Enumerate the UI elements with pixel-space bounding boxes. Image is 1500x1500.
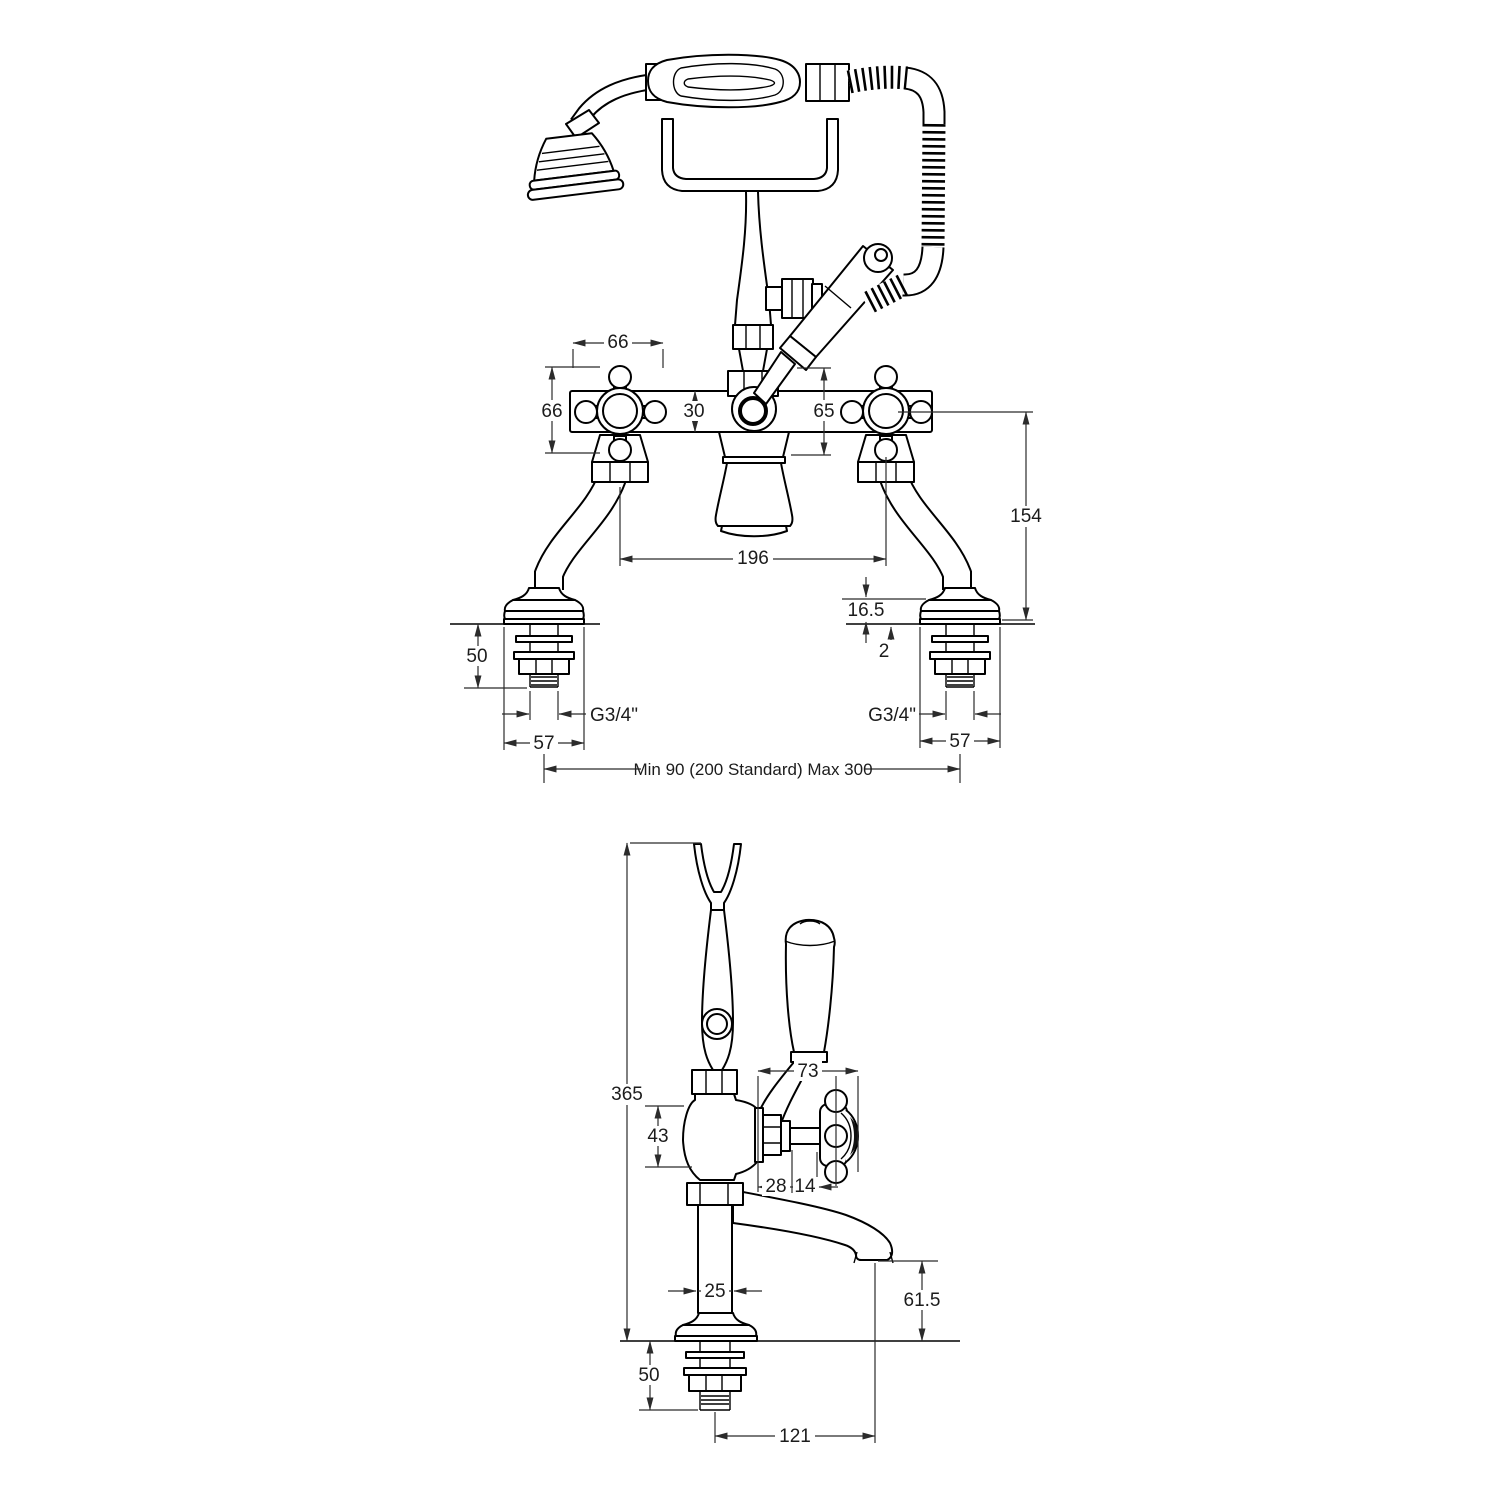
dim-valve-body-width: 66 bbox=[607, 332, 628, 353]
valve-body-side bbox=[682, 1069, 859, 1206]
dim-handle-reach: 73 bbox=[797, 1061, 818, 1082]
side-dimensions: 365 73 43 28 14 bbox=[608, 842, 944, 1447]
dim-overall-height: 365 bbox=[611, 1084, 643, 1105]
dim-base-width-right: 57 bbox=[949, 731, 970, 752]
dim-shank-length: 50 bbox=[466, 646, 487, 667]
shank-left bbox=[513, 624, 575, 688]
handle-ball-top bbox=[874, 365, 898, 389]
support-fork bbox=[693, 843, 742, 1071]
dim-thread-size-left: G3/4" bbox=[590, 705, 638, 726]
base-right bbox=[919, 587, 1001, 625]
head-collar bbox=[565, 109, 600, 139]
dim-body-height-side: 43 bbox=[647, 1126, 668, 1147]
front-view: 66 66 30 65 196 bbox=[450, 53, 1046, 783]
dim-shank-length-side: 50 bbox=[638, 1365, 659, 1386]
handset bbox=[526, 53, 850, 201]
handle-stem bbox=[789, 1127, 821, 1145]
base-side bbox=[674, 1312, 758, 1342]
dim-height-above-deck: 154 bbox=[1010, 506, 1042, 527]
dim-offset-28: 28 bbox=[765, 1176, 786, 1197]
handle-ball-top bbox=[608, 365, 632, 389]
diverter-cone bbox=[753, 243, 894, 405]
handle-ball-bottom bbox=[608, 438, 632, 462]
dim-body-depth: 30 bbox=[683, 401, 704, 422]
dim-column-width: 25 bbox=[704, 1281, 725, 1302]
shank-side bbox=[683, 1341, 747, 1411]
dim-handle-height: 66 bbox=[541, 401, 562, 422]
handle-ball-left bbox=[574, 400, 598, 424]
lever-handle bbox=[758, 918, 836, 1127]
dim-valve-centres: 196 bbox=[737, 548, 769, 569]
handle-ball-right bbox=[643, 400, 667, 424]
bottom-nut bbox=[686, 1182, 744, 1206]
dim-centre-distance-range: Min 90 (200 Standard) Max 300 bbox=[633, 760, 872, 779]
leg-left bbox=[534, 472, 627, 590]
dim-base-width-left: 57 bbox=[533, 733, 554, 754]
handset-cradle bbox=[661, 118, 839, 192]
dim-base-height: 16.5 bbox=[848, 600, 885, 621]
hose-nut bbox=[805, 63, 850, 102]
shower-hose bbox=[846, 65, 946, 315]
side-view: 365 73 43 28 14 bbox=[608, 842, 960, 1447]
dim-thread-size-right: G3/4" bbox=[868, 705, 916, 726]
front-dimensions: 66 66 30 65 196 bbox=[463, 332, 1046, 783]
stem-nut-upper bbox=[732, 324, 774, 350]
base-left bbox=[503, 587, 585, 625]
handset-grip bbox=[647, 53, 801, 109]
leg-right bbox=[879, 472, 972, 590]
shower-head bbox=[526, 132, 625, 201]
top-nut bbox=[691, 1069, 738, 1095]
dim-body-height: 65 bbox=[813, 401, 834, 422]
spout bbox=[732, 1191, 894, 1261]
dim-base-plate-thickness: 2 bbox=[879, 641, 890, 662]
diverter-outlet bbox=[714, 431, 794, 538]
hose-socket-hole bbox=[738, 396, 768, 426]
dim-offset-14: 14 bbox=[794, 1176, 816, 1197]
side-branch-nut bbox=[781, 278, 814, 319]
shank-right bbox=[929, 624, 991, 688]
handle-ball-left bbox=[840, 400, 864, 424]
dim-spout-height: 61.5 bbox=[904, 1290, 941, 1311]
cross-handle-side bbox=[819, 1089, 859, 1184]
dim-spout-reach: 121 bbox=[779, 1426, 811, 1447]
valve-left bbox=[574, 365, 667, 483]
